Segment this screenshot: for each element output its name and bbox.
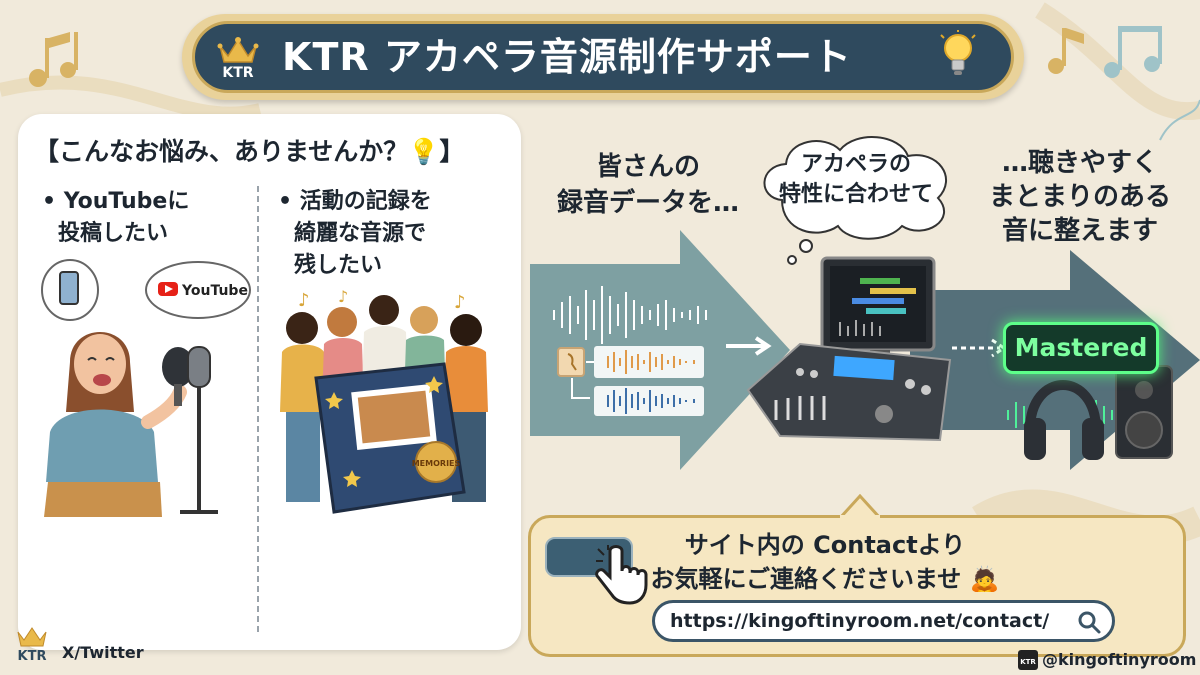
music-note-icon	[29, 32, 78, 87]
thought-bubble-dots	[787, 239, 813, 265]
svg-text:♪: ♪	[454, 292, 466, 313]
contact-url[interactable]: https://kingoftinyroom.net/contact/	[670, 610, 1050, 632]
search-icon[interactable]	[1076, 609, 1102, 635]
page-title: KTR アカペラ音源制作サポート	[282, 35, 852, 79]
footer-handle[interactable]: @kingoftinyroom	[1042, 650, 1197, 669]
svg-text:♪: ♪	[338, 287, 348, 306]
step2-line2: 特性に合わせて	[778, 182, 933, 207]
step3-line1: …聴きやすく	[1001, 148, 1158, 178]
worry-item-record-line2: 綺麗な音源で	[294, 221, 427, 246]
lightbulb-icon	[940, 30, 976, 75]
card-divider	[257, 186, 259, 632]
contact-url-bar[interactable]	[652, 600, 1115, 642]
step1-line2: 録音データを…	[556, 188, 739, 218]
crown-icon: KTR	[217, 37, 259, 80]
mastered-badge: Mastered	[1003, 322, 1159, 374]
step2-line1: アカペラの	[800, 152, 911, 177]
svg-text:KTR: KTR	[18, 649, 47, 664]
worry-item-record-line3: 残したい	[294, 253, 383, 278]
singer-illustration: YouTube	[41, 259, 251, 517]
worry-item-youtube-line2: 投稿したい	[58, 221, 169, 246]
worry-item-youtube-line1: • YouTubeに	[42, 189, 190, 214]
logo-text: KTR	[222, 65, 253, 80]
title-banner-inner	[192, 21, 1014, 93]
group-album-illustration: ♪ ♪ ♪ MEMORIES	[280, 287, 488, 514]
headphones-icon	[1025, 380, 1101, 431]
step3-line3: 音に整えます	[1001, 216, 1158, 246]
step1-line1: 皆さんの	[595, 152, 700, 182]
smartphone-icon	[59, 271, 79, 305]
svg-text:♪: ♪	[298, 290, 310, 311]
svg-text:YouTube: YouTube	[181, 283, 248, 299]
svg-text:MEMORIES: MEMORIES	[412, 459, 461, 468]
svg-text:KTR: KTR	[1020, 658, 1036, 666]
worries-heading: 【こんなお悩み、ありませんか？💡】	[34, 137, 465, 166]
pointer-hand-icon	[595, 545, 648, 605]
contact-line1: サイト内の Contactより	[684, 531, 966, 559]
thought-cloud	[763, 136, 948, 240]
contact-panel-pointer	[840, 494, 880, 518]
contact-line2: お気軽にご連絡くださいませ 🙇	[650, 565, 1000, 593]
footer-right-logo: KTR	[1018, 650, 1038, 670]
worry-item-record-line1: • 活動の記録を	[278, 189, 432, 214]
footer-twitter-label: X/Twitter	[62, 643, 144, 662]
step3-line2: まとまりのある	[988, 182, 1171, 212]
footer-logo: KTR X/Twitter	[17, 627, 144, 664]
